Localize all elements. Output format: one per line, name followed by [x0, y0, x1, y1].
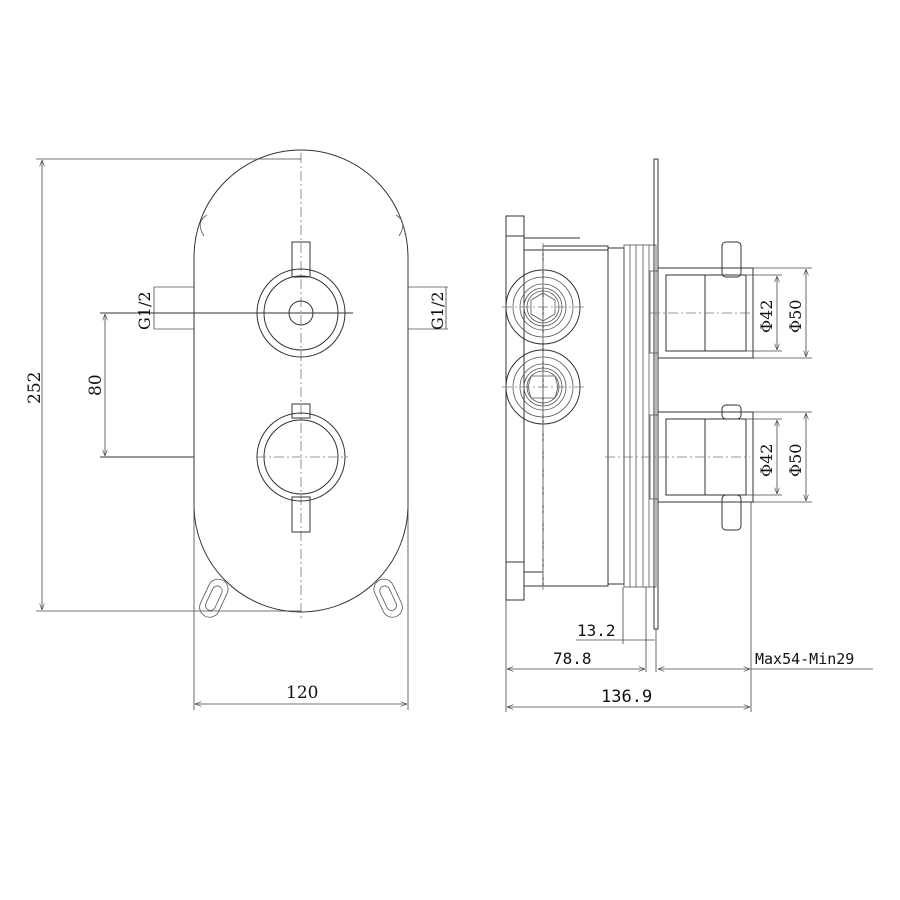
mounting-lug-right — [373, 578, 403, 618]
valve-body — [542, 245, 609, 587]
body-depth-label: 78.8 — [553, 649, 592, 668]
inlet-port-lower — [502, 349, 586, 425]
rear-flange-bottom — [505, 561, 525, 601]
lower-handle-inner-dia-label: Φ42 — [757, 444, 776, 477]
front-view: G1/2 G1/2 252 80 120 — [25, 149, 448, 710]
upper-handle-inner-dia-label: Φ42 — [757, 300, 776, 333]
lower-handle-side — [605, 404, 812, 531]
mounting-lug-left — [199, 578, 229, 618]
plate-offset-label: 13.2 — [577, 621, 616, 640]
overall-height-label: 252 — [25, 372, 45, 404]
overall-depth-label: 136.9 — [601, 687, 652, 707]
left-inlet — [153, 286, 194, 330]
rear-flange-top — [505, 215, 525, 237]
upper-handle — [100, 241, 353, 358]
cover-plate — [193, 149, 409, 613]
plate-bump-left — [199, 214, 208, 237]
right-inlet — [408, 286, 448, 330]
upper-handle-side — [649, 241, 812, 359]
left-inlet-thread-label: G1/2 — [135, 291, 154, 330]
lower-handle-outer-dia-label: Φ50 — [786, 444, 805, 477]
thread-rings — [623, 244, 657, 588]
right-inlet-thread-label: G1/2 — [428, 291, 447, 330]
sleeve — [607, 247, 625, 585]
upper-handle-outer-dia-label: Φ50 — [786, 300, 805, 333]
side-view: Φ42 Φ50 Φ42 Φ50 13.2 — [502, 158, 873, 712]
plate-bump-right — [395, 214, 404, 237]
overall-width-label: 120 — [286, 683, 318, 703]
wall-range-label: Max54-Min29 — [755, 650, 854, 668]
lower-handle — [100, 403, 348, 533]
inlet-port-upper — [502, 269, 586, 345]
handle-spacing-label: 80 — [86, 374, 106, 396]
